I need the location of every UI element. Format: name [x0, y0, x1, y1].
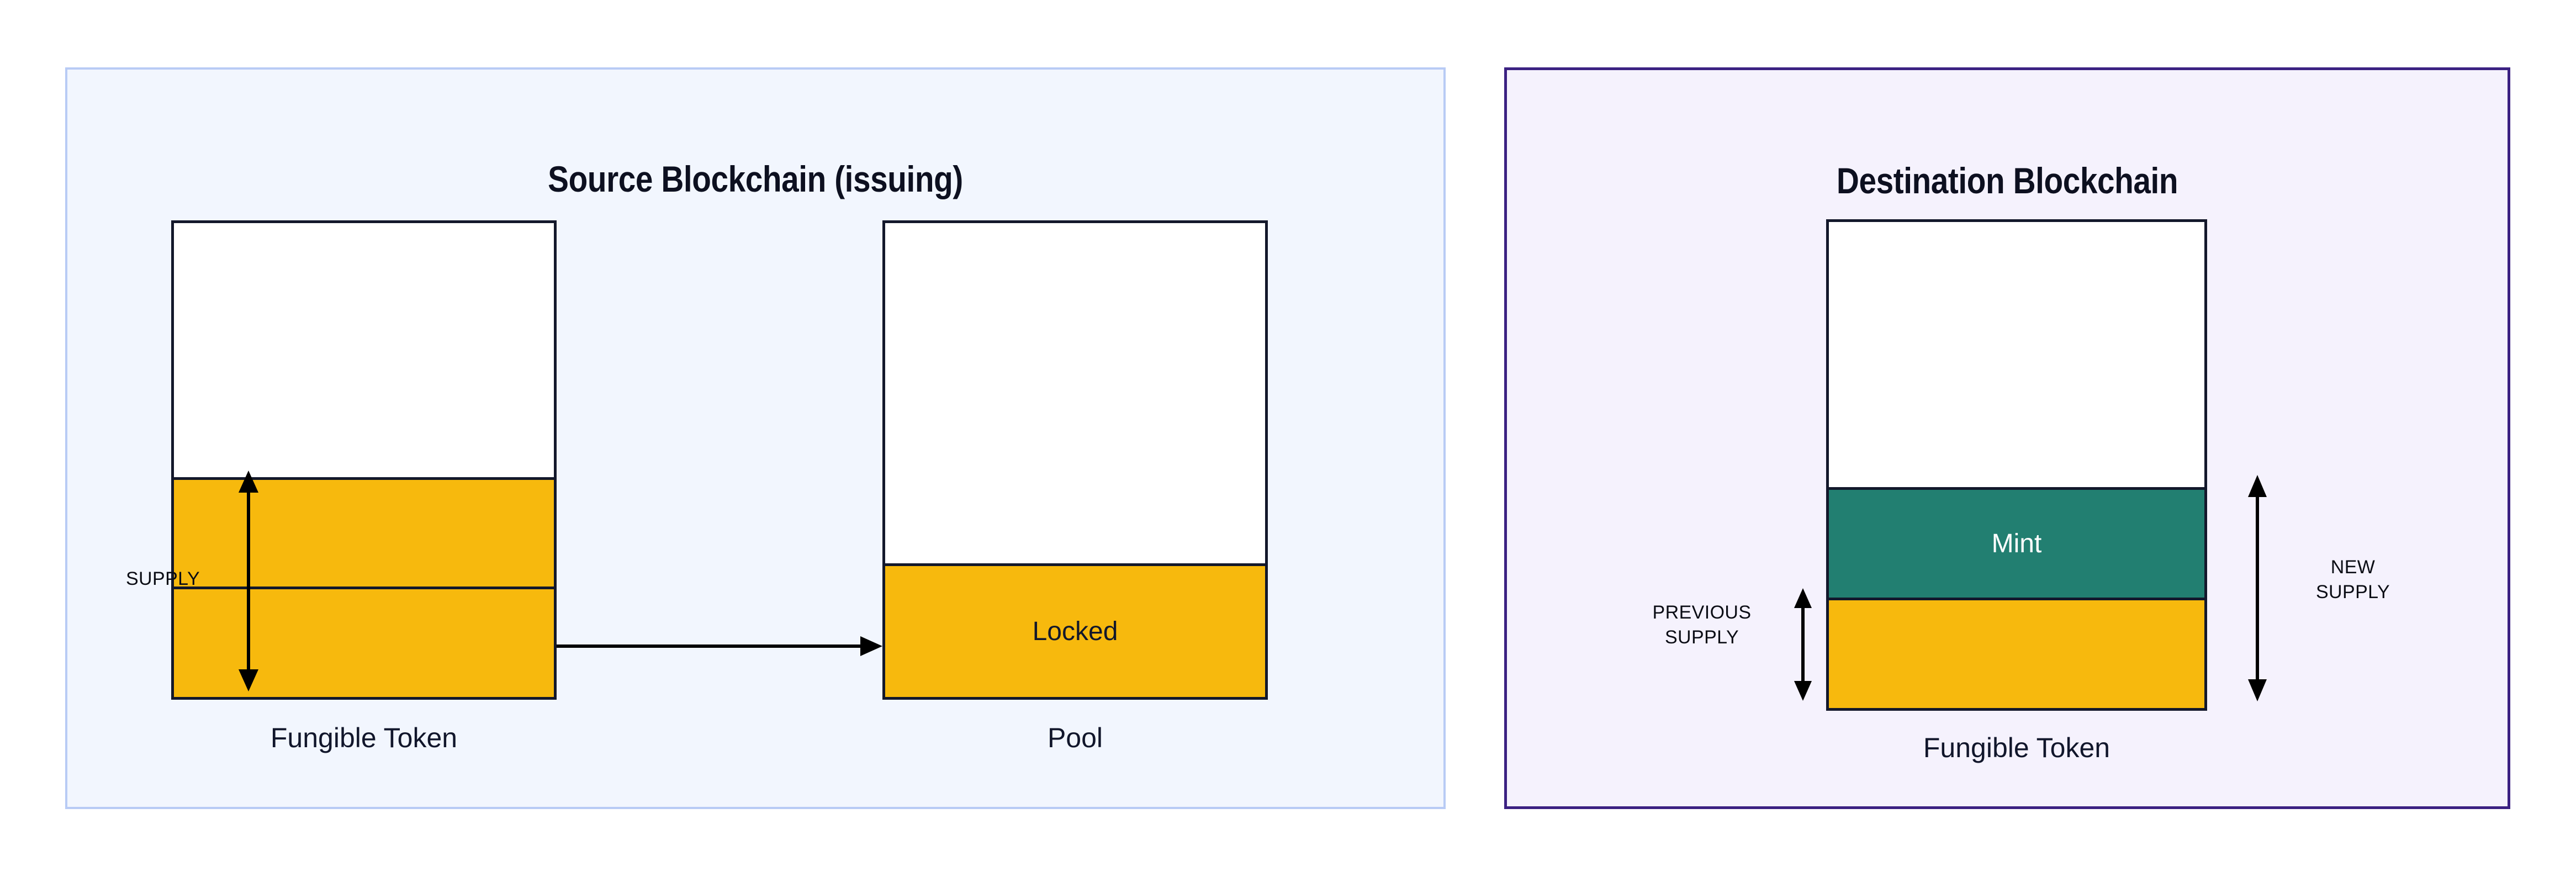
- new-supply-measure-arrow: [2247, 475, 2268, 701]
- destination-token-segment-mint: Mint: [1829, 487, 2204, 598]
- supply-measure-label: SUPPLY: [125, 568, 200, 589]
- source-token-segment-supply-lower: [174, 587, 554, 697]
- source-fungible-token-box: [171, 220, 557, 700]
- source-token-segment-headroom: [174, 223, 554, 477]
- destination-panel-title: Destination Blockchain: [1836, 160, 2178, 201]
- destination-token-segment-headroom: [1829, 222, 2204, 487]
- supply-measure-arrow: [237, 471, 260, 691]
- pool-segment-headroom: [885, 223, 1265, 563]
- source-fungible-token-caption: Fungible Token: [270, 722, 458, 753]
- source-token-segment-supply-upper: [174, 477, 554, 587]
- lock-transfer-arrow: [557, 635, 882, 657]
- new-supply-measure-label: NEW SUPPLY: [2315, 557, 2390, 603]
- destination-token-mint-label: Mint: [1991, 529, 2042, 558]
- pool-locked-label: Locked: [1032, 617, 1118, 646]
- source-pool-caption: Pool: [1047, 722, 1103, 753]
- destination-fungible-token-caption: Fungible Token: [1923, 732, 2110, 763]
- destination-token-segment-previous-supply: [1829, 598, 2204, 708]
- previous-supply-measure-arrow: [1793, 588, 1813, 701]
- destination-fungible-token-box: Mint: [1826, 219, 2207, 711]
- previous-supply-measure-label: PREVIOUS SUPPLY: [1652, 602, 1752, 648]
- source-pool-box: Locked: [882, 220, 1268, 700]
- destination-blockchain-panel: Destination Blockchain Mint Fungible Tok…: [1504, 67, 2510, 809]
- pool-segment-locked: Locked: [885, 563, 1265, 697]
- source-blockchain-panel: Source Blockchain (issuing) Fungible Tok…: [65, 67, 1446, 809]
- source-panel-title: Source Blockchain (issuing): [548, 159, 963, 199]
